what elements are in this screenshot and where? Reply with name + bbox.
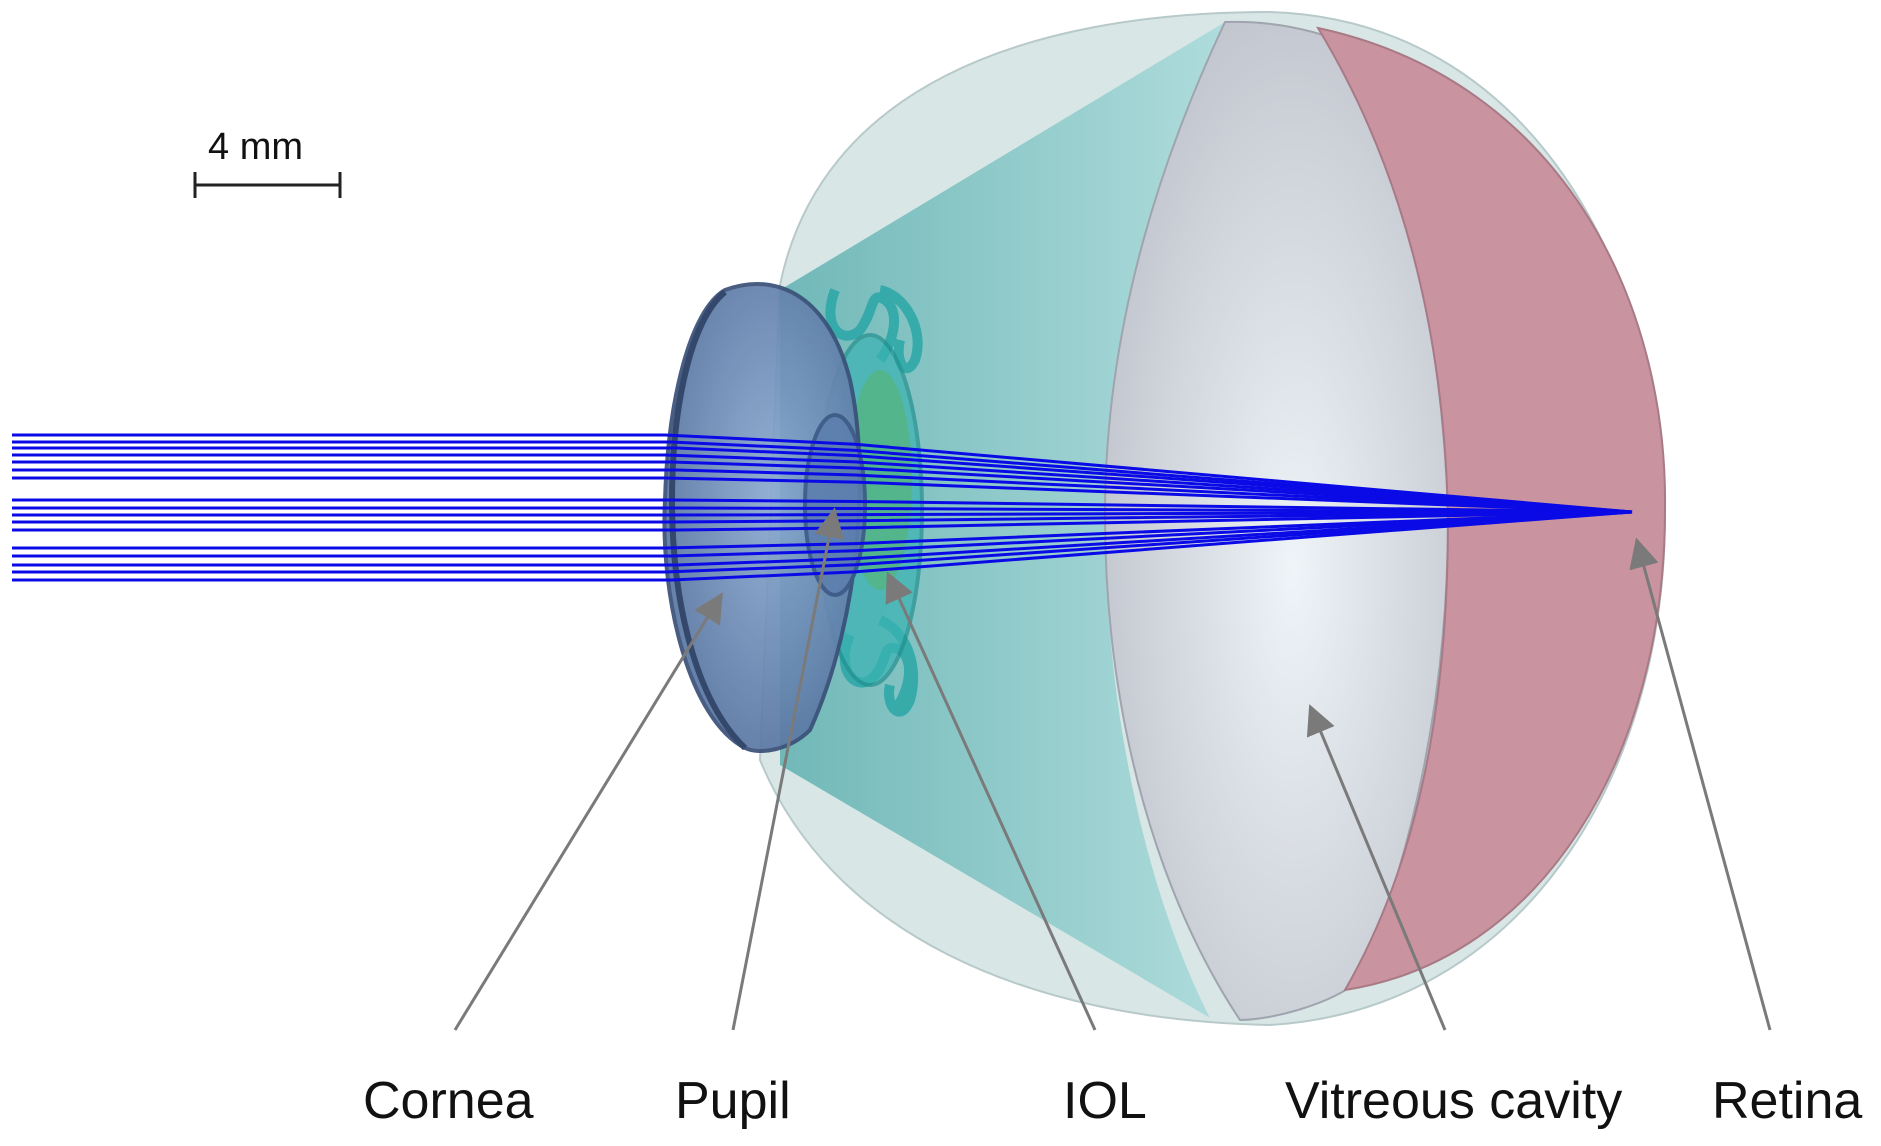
label-vitreous-cavity: Vitreous cavity bbox=[1285, 1072, 1623, 1130]
iol-pointer bbox=[885, 571, 1097, 1031]
light-ray bbox=[12, 440, 1633, 514]
scale-bar bbox=[193, 172, 342, 198]
light-ray bbox=[12, 498, 1633, 514]
light-ray bbox=[12, 510, 1633, 567]
light-ray bbox=[12, 446, 1633, 514]
light-ray bbox=[12, 468, 1633, 514]
light-rays bbox=[12, 433, 1633, 582]
pointer-arrows bbox=[453, 507, 1772, 1031]
label-retina: Retina bbox=[1712, 1072, 1863, 1130]
light-ray bbox=[12, 510, 1633, 550]
light-ray bbox=[12, 510, 1633, 532]
vitreous-pointer bbox=[1306, 704, 1447, 1031]
pupil-pointer bbox=[731, 507, 844, 1031]
light-ray bbox=[12, 433, 1633, 514]
label-cornea: Cornea bbox=[363, 1072, 534, 1130]
retina-pointer bbox=[1629, 537, 1772, 1031]
label-iol: IOL bbox=[1063, 1072, 1147, 1130]
light-ray bbox=[12, 510, 1633, 517]
light-ray bbox=[12, 510, 1633, 524]
light-ray bbox=[12, 460, 1633, 514]
light-ray bbox=[12, 476, 1633, 514]
light-ray bbox=[12, 506, 1633, 514]
cornea-pointer bbox=[453, 592, 723, 1031]
light-ray bbox=[12, 510, 1633, 574]
label-pupil: Pupil bbox=[675, 1072, 791, 1130]
light-ray bbox=[12, 510, 1633, 582]
light-ray bbox=[12, 453, 1633, 514]
light-ray bbox=[12, 510, 1633, 558]
scale-bar-label: 4 mm bbox=[208, 126, 303, 168]
